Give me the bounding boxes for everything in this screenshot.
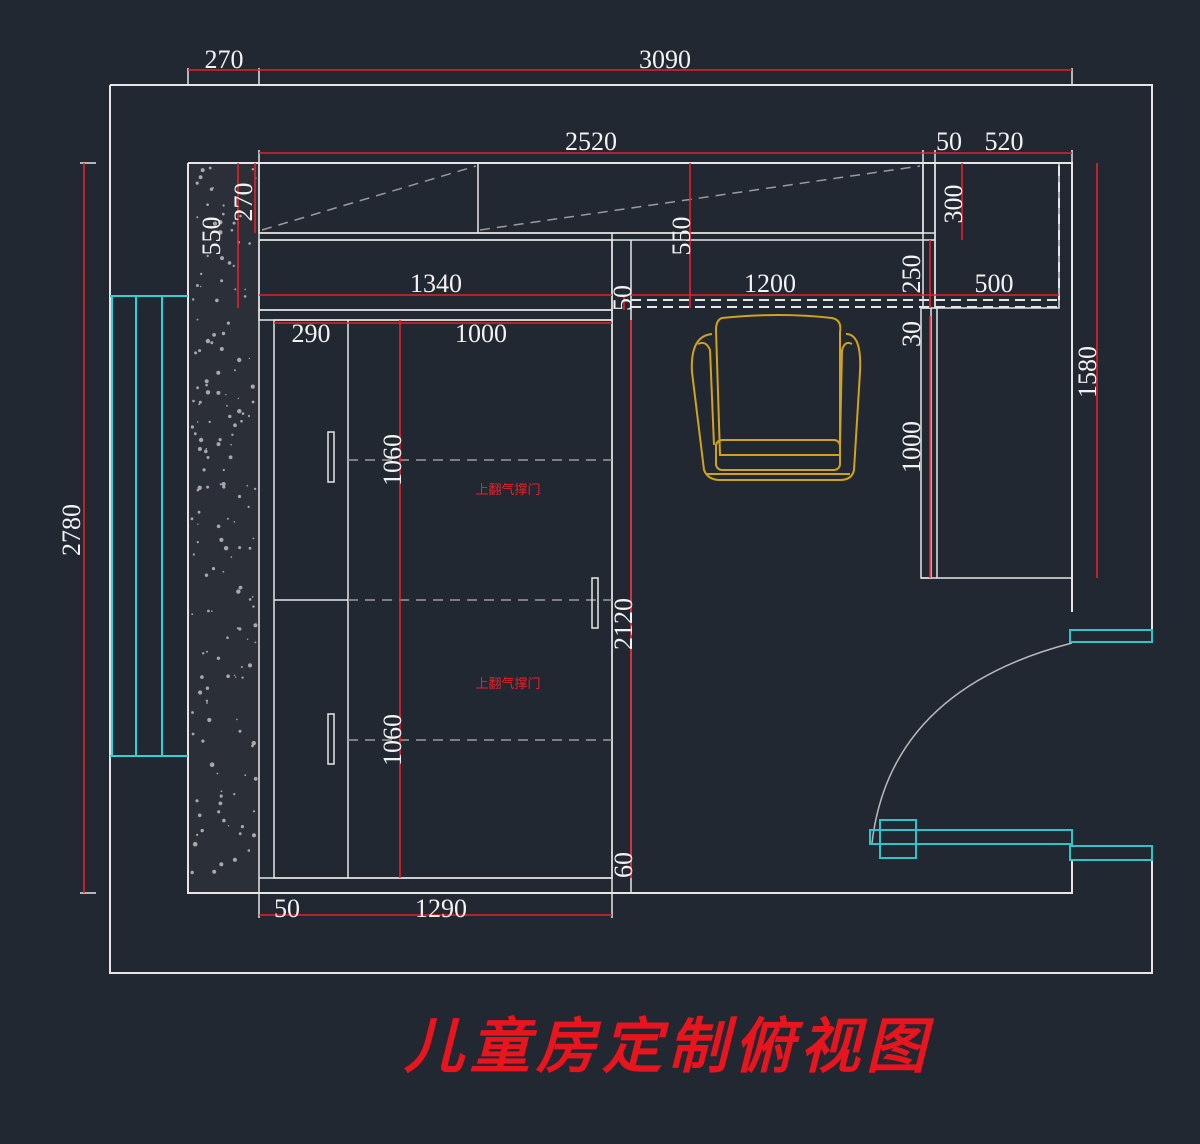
dim-top-gap: 50	[936, 127, 962, 156]
dim-bottom-left: 50	[274, 894, 300, 923]
dim-right-top-shelf: 300	[939, 185, 968, 224]
top-shelf	[258, 162, 935, 241]
chair-icon	[690, 314, 862, 481]
dim-top-left-wall: 270	[205, 45, 244, 74]
dim-right-depth: 500	[975, 269, 1014, 298]
dim-mid-shelf-depth: 550	[667, 217, 696, 256]
dim-panel-1000: 1000	[897, 421, 926, 473]
dim-right-gap: 250	[897, 255, 926, 294]
handle-icon[interactable]	[591, 577, 599, 629]
handle-icon[interactable]	[327, 713, 335, 765]
dim-door-upper: 1060	[378, 434, 407, 486]
note-upper-cabinet: 上翻气撑门	[475, 482, 540, 498]
dimension-lines	[80, 68, 1098, 918]
dim-bed-side: 290	[292, 319, 331, 348]
dimension-labels: 270 3090 2520 50 520 2780 550 270 300 13…	[57, 45, 1102, 923]
concrete-wall	[189, 163, 260, 893]
handle-icon[interactable]	[327, 431, 335, 483]
dim-top-shelf-depth: 270	[229, 183, 258, 222]
dim-top-right: 520	[985, 127, 1024, 156]
dim-bottom-panel: 60	[609, 852, 638, 878]
cabinet-notes: 上翻气撑门 上翻气撑门	[475, 482, 540, 692]
note-lower-cabinet: 上翻气撑门	[475, 676, 540, 692]
dim-desk-span: 1200	[744, 269, 796, 298]
door[interactable]	[869, 629, 1153, 861]
dim-bed-width: 1000	[455, 319, 507, 348]
dim-panel-30: 30	[897, 321, 926, 347]
dim-top-cabinet: 2520	[565, 127, 617, 156]
right-cabinet	[631, 162, 1072, 579]
dim-desk-gap: 50	[608, 285, 637, 311]
dim-cabinet-height: 2120	[609, 598, 638, 650]
dim-bottom-width: 1290	[415, 894, 467, 923]
page-title: 儿童房定制俯视图	[404, 1012, 932, 1082]
dim-right-length: 1580	[1073, 346, 1102, 398]
dim-left-upper: 550	[197, 217, 226, 256]
window	[110, 295, 188, 757]
dim-door-lower: 1060	[378, 714, 407, 766]
dim-wardrobe-width: 1340	[410, 269, 462, 298]
dim-left-total: 2780	[57, 504, 86, 556]
dim-top-total: 3090	[639, 45, 691, 74]
